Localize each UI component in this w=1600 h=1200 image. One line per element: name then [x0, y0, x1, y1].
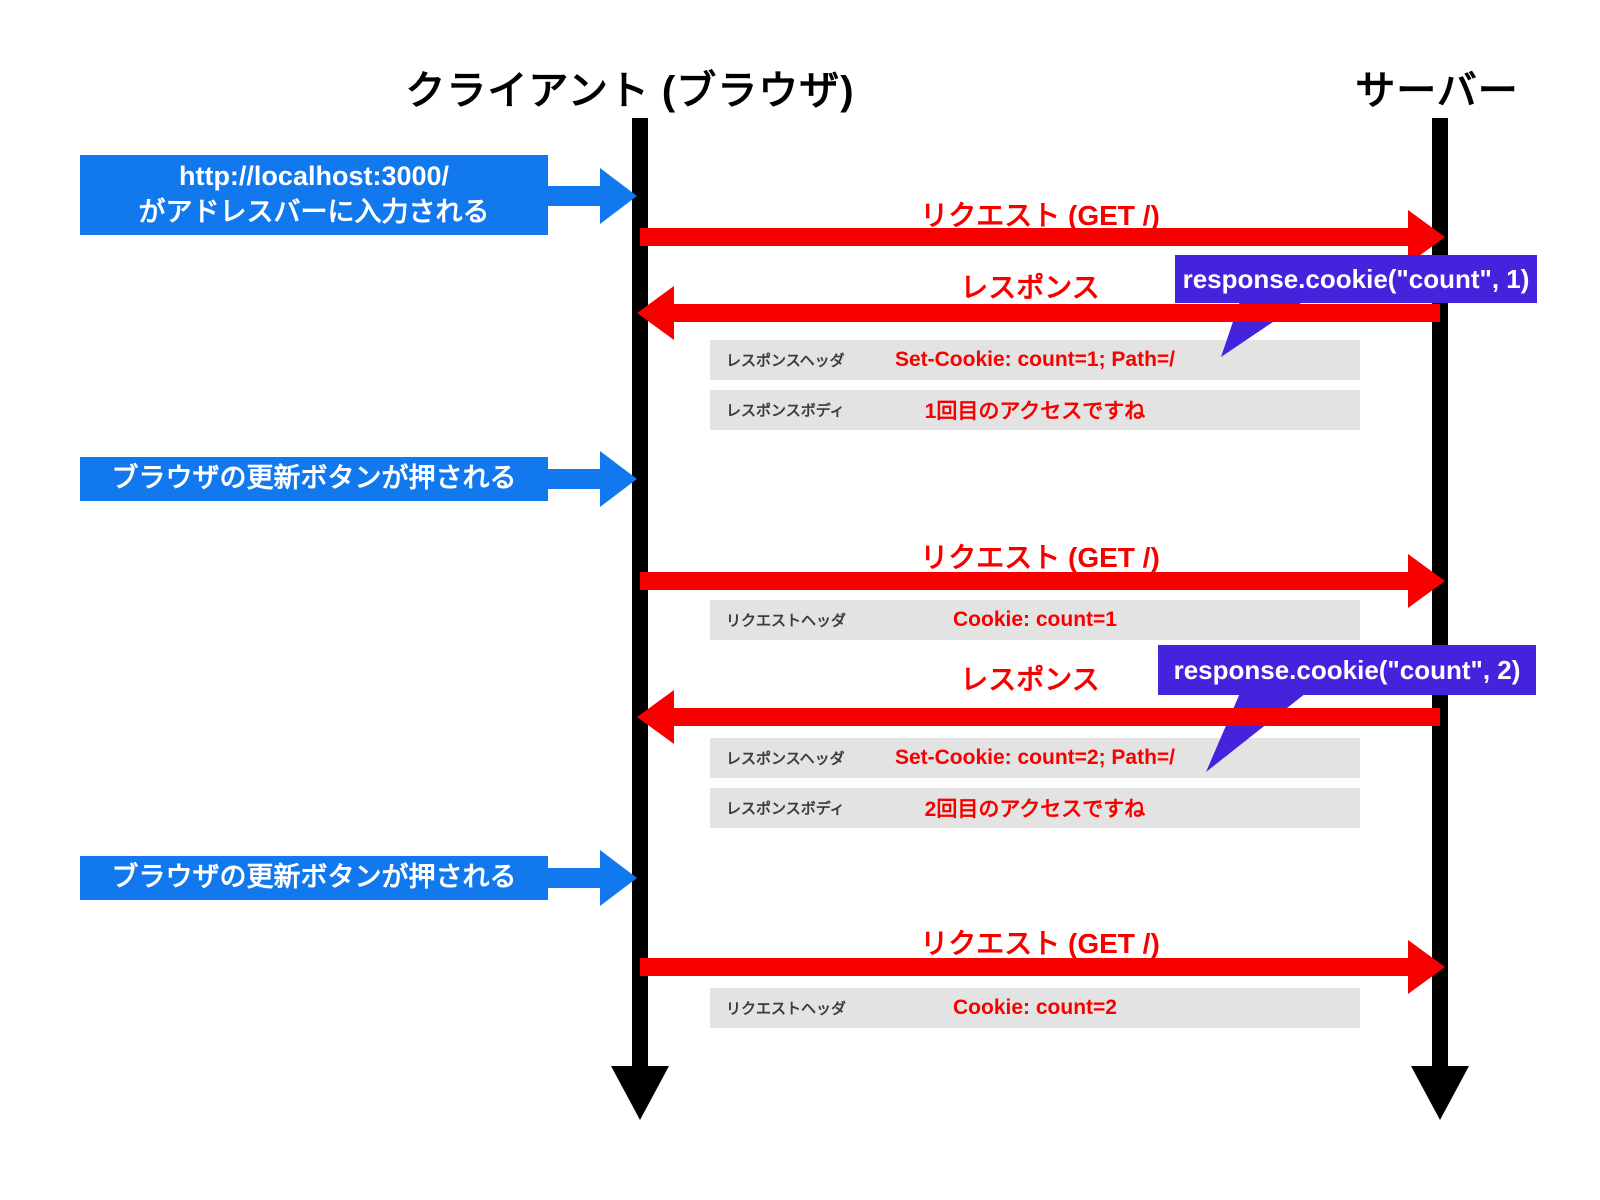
client-lifeline — [632, 118, 648, 1068]
detail-response-header-1: レスポンスヘッダ Set-Cookie: count=1; Path=/ — [710, 340, 1360, 380]
detail-value: Set-Cookie: count=1; Path=/ — [894, 348, 1176, 371]
request-arrow-2-head-icon — [1408, 554, 1445, 608]
response-arrow-2 — [672, 708, 1440, 726]
detail-value: Cookie: count=1 — [953, 608, 1117, 631]
server-lifeline-title: サーバー — [1355, 69, 1519, 113]
response-arrow-2-head-icon — [637, 690, 674, 744]
event-arrow-1-head-icon — [600, 168, 637, 224]
event-reload-2: ブラウザの更新ボタンが押される — [80, 856, 548, 900]
request-arrow-2 — [640, 572, 1408, 590]
detail-response-body-1: レスポンスボディ 1回目のアクセスですね — [710, 390, 1360, 430]
event-arrow-1 — [548, 186, 600, 206]
event-reload-2-text: ブラウザの更新ボタンが押される — [111, 862, 517, 893]
event-arrow-3 — [548, 868, 600, 888]
detail-label: レスポンスボディ — [726, 402, 845, 420]
annotation-set-cookie-2: response.cookie("count", 2) — [1158, 645, 1536, 695]
detail-response-header-2: レスポンスヘッダ Set-Cookie: count=2; Path=/ — [710, 738, 1360, 778]
event-url-line1: http://localhost:3000/ — [178, 161, 450, 192]
server-lifeline-arrowhead-icon — [1411, 1066, 1469, 1120]
event-url-line2: がアドレスバーに入力される — [138, 197, 490, 227]
request-arrow-3 — [640, 958, 1408, 976]
event-reload-1-text: ブラウザの更新ボタンが押される — [111, 463, 517, 494]
detail-value: 1回目のアクセスですね — [924, 400, 1146, 423]
event-arrow-3-head-icon — [600, 850, 637, 906]
detail-response-body-2: レスポンスボディ 2回目のアクセスですね — [710, 788, 1360, 828]
request-1-label: リクエスト (GET /) — [920, 200, 1160, 231]
detail-value: Set-Cookie: count=2; Path=/ — [894, 746, 1176, 769]
detail-label: レスポンスヘッダ — [726, 750, 845, 768]
response-1-label: レスポンス — [960, 272, 1100, 303]
event-arrow-2-head-icon — [600, 451, 637, 507]
request-3-label: リクエスト (GET /) — [920, 928, 1160, 959]
detail-request-header-2: リクエストヘッダ Cookie: count=2 — [710, 988, 1360, 1028]
client-lifeline-title: クライアント (ブラウザ) — [405, 69, 855, 113]
event-url-entered: http://localhost:3000/ がアドレスバーに入力される — [80, 155, 548, 235]
detail-label: レスポンスヘッダ — [726, 352, 845, 370]
detail-label: リクエストヘッダ — [726, 1000, 847, 1018]
annotation-set-cookie-1: response.cookie("count", 1) — [1175, 255, 1537, 303]
event-reload-1: ブラウザの更新ボタンが押される — [80, 457, 548, 501]
request-arrow-3-head-icon — [1408, 940, 1445, 994]
detail-value: Cookie: count=2 — [953, 996, 1117, 1019]
request-2-label: リクエスト (GET /) — [920, 542, 1160, 573]
response-arrow-1 — [672, 304, 1440, 322]
detail-label: リクエストヘッダ — [726, 612, 847, 630]
response-arrow-1-head-icon — [637, 286, 674, 340]
response-2-label: レスポンス — [960, 664, 1100, 695]
request-arrow-1 — [640, 228, 1408, 246]
detail-request-header-1: リクエストヘッダ Cookie: count=1 — [710, 600, 1360, 640]
detail-label: レスポンスボディ — [726, 800, 845, 818]
client-lifeline-arrowhead-icon — [611, 1066, 669, 1120]
detail-value: 2回目のアクセスですね — [924, 798, 1146, 821]
event-arrow-2 — [548, 469, 600, 489]
